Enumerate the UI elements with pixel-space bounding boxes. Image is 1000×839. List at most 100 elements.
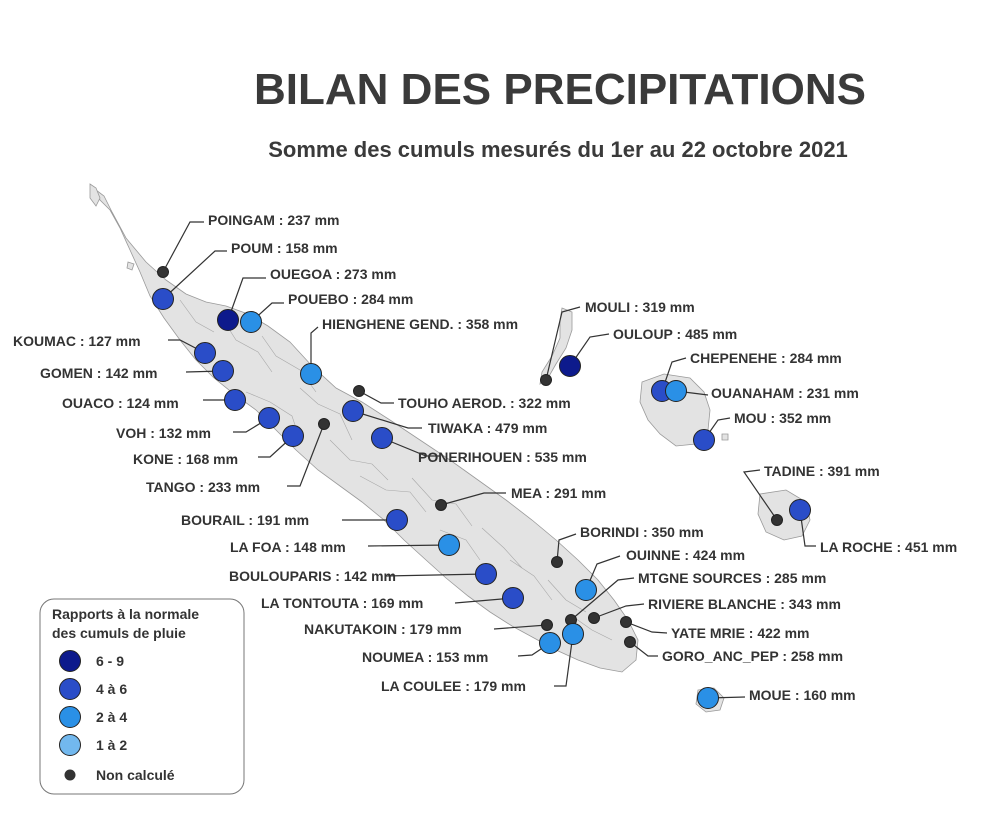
legend-title-line1: Rapports à la normale (52, 606, 199, 622)
commune-boundaries (179, 299, 613, 641)
station-label-ouegoa: OUEGOA : 273 mm (270, 266, 396, 282)
leader-line-la-coulee (554, 633, 574, 687)
station-marker-bourail (386, 509, 408, 531)
station-marker-voh (258, 407, 280, 429)
station-label-nakutakoin: NAKUTAKOIN : 179 mm (304, 621, 462, 637)
tiga-island (721, 433, 729, 441)
station-label-tiwaka: TIWAKA : 479 mm (428, 420, 547, 436)
legend-box (39, 598, 245, 795)
legend-title-line2: des cumuls de pluie (52, 625, 186, 641)
leader-line-la-roche (799, 509, 816, 547)
legend-swatch-c12 (59, 734, 81, 756)
leader-line-mtgne-sources (570, 577, 635, 621)
station-marker-mou (693, 429, 715, 451)
legend: Rapports à la normale des cumuls de plui… (39, 598, 245, 795)
station-label-voh: VOH : 132 mm (116, 425, 211, 441)
legend-swatch-c24 (59, 706, 81, 728)
station-marker-yate-mrie (620, 616, 632, 628)
islet (126, 261, 135, 271)
station-marker-borindi (551, 556, 563, 568)
leader-line-ouloup (569, 333, 610, 367)
station-label-touho-aerod: TOUHO AEROD. : 322 mm (398, 395, 571, 411)
station-marker-mouli (540, 374, 552, 386)
station-label-mtgne-sources: MTGNE SOURCES : 285 mm (638, 570, 826, 586)
leader-line-goro-anc-pep (629, 641, 658, 657)
station-marker-noumea (539, 632, 561, 654)
station-marker-la-coulee (562, 623, 584, 645)
legend-swatch-c46 (59, 678, 81, 700)
station-label-gomen: GOMEN : 142 mm (40, 365, 157, 381)
leader-line-ouegoa (227, 277, 266, 321)
station-marker-goro-anc-pep (624, 636, 636, 648)
leader-line-borindi (556, 533, 577, 563)
station-label-ponerihouen: PONERIHOUEN : 535 mm (418, 449, 587, 465)
leader-line-boulouparis (384, 573, 487, 577)
station-label-la-tontouta: LA TONTOUTA : 169 mm (261, 595, 423, 611)
station-label-ouaco: OUACO : 124 mm (62, 395, 179, 411)
station-label-mea: MEA : 291 mm (511, 485, 606, 501)
station-label-koumac: KOUMAC : 127 mm (13, 333, 141, 349)
leader-line-mea (440, 492, 506, 506)
station-marker-nakutakoin (541, 619, 553, 631)
station-label-boulouparis: BOULOUPARIS : 142 mm (229, 568, 396, 584)
station-marker-ouegoa (217, 309, 239, 331)
station-marker-tango (318, 418, 330, 430)
leader-line-poum (162, 250, 227, 300)
station-marker-koumac (194, 342, 216, 364)
station-label-riviere-blanche: RIVIERE BLANCHE : 343 mm (648, 596, 841, 612)
station-label-tadine: TADINE : 391 mm (764, 463, 880, 479)
station-label-bourail: BOURAIL : 191 mm (181, 512, 309, 528)
station-marker-kone (282, 425, 304, 447)
legend-label-c24: 2 à 4 (96, 709, 127, 725)
station-label-la-roche: LA ROCHE : 451 mm (820, 539, 957, 555)
station-marker-poum (152, 288, 174, 310)
station-label-la-foa: LA FOA : 148 mm (230, 539, 346, 555)
station-label-noumea: NOUMEA : 153 mm (362, 649, 488, 665)
leader-line-poingam (162, 221, 204, 273)
leader-line-ponerihouen (381, 437, 440, 457)
leader-line-mouli (545, 306, 581, 381)
leader-line-touho-aerod (358, 390, 394, 404)
legend-swatch-c69 (59, 650, 81, 672)
station-markers (152, 266, 811, 709)
station-label-tango: TANGO : 233 mm (146, 479, 260, 495)
station-label-yate-mrie: YATE MRIE : 422 mm (671, 625, 810, 641)
leader-line-tango (287, 423, 325, 487)
station-marker-hienghene-gend (300, 363, 322, 385)
station-label-mouli: MOULI : 319 mm (585, 299, 695, 315)
station-marker-ouloup (559, 355, 581, 377)
station-marker-tadine (771, 514, 783, 526)
station-marker-la-tontouta (502, 587, 524, 609)
station-label-chepenehe: CHEPENEHE : 284 mm (690, 350, 842, 366)
station-marker-gomen (212, 360, 234, 382)
station-marker-mea (435, 499, 447, 511)
map-subtitle: Somme des cumuls mesurés du 1er au 22 oc… (268, 137, 848, 162)
map-title: BILAN DES PRECIPITATIONS (254, 65, 866, 114)
leader-line-yate-mrie (625, 621, 668, 634)
station-label-poum: POUM : 158 mm (231, 240, 338, 256)
leader-line-la-foa (367, 544, 450, 547)
station-marker-ouaco (224, 389, 246, 411)
legend-label-nc: Non calculé (96, 767, 175, 783)
legend-swatch-nc (64, 769, 76, 781)
station-marker-boulouparis (475, 563, 497, 585)
station-marker-la-roche (789, 499, 811, 521)
station-label-mou: MOU : 352 mm (734, 410, 831, 426)
station-label-ouloup: OULOUP : 485 mm (613, 326, 737, 342)
leader-line-hienghene-gend (310, 326, 319, 374)
station-label-poingam: POINGAM : 237 mm (208, 212, 339, 228)
station-label-moue: MOUE : 160 mm (749, 687, 856, 703)
station-marker-ponerihouen (371, 427, 393, 449)
station-marker-tiwaka (342, 400, 364, 422)
station-label-ouinne: OUINNE : 424 mm (626, 547, 745, 563)
station-marker-touho-aerod (353, 385, 365, 397)
station-label-pouebo: POUEBO : 284 mm (288, 291, 413, 307)
leader-line-nakutakoin (493, 624, 548, 630)
belep-island (89, 183, 101, 207)
leader-line-riviere-blanche (593, 603, 645, 619)
station-label-ouanaham: OUANAHAM : 231 mm (711, 385, 859, 401)
station-label-goro-anc-pep: GORO_ANC_PEP : 258 mm (662, 648, 843, 664)
station-marker-moue (697, 687, 719, 709)
station-marker-ouanaham (665, 380, 687, 402)
